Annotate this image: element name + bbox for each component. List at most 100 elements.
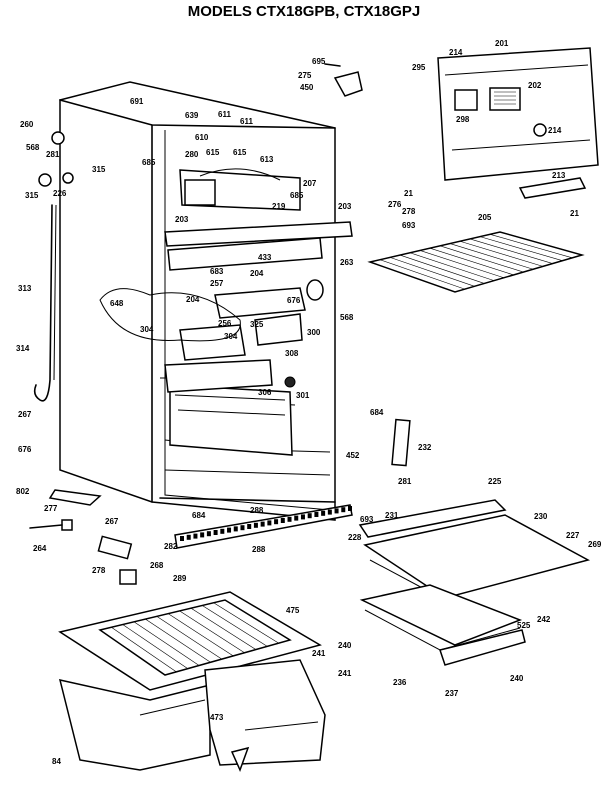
part-number-label: 240 <box>510 674 524 683</box>
part-number-label: 226 <box>53 189 67 198</box>
part-number-label: 256 <box>218 319 232 328</box>
part-number-label: 275 <box>298 71 312 80</box>
part-number-label: 648 <box>110 299 124 308</box>
part-number-label: 225 <box>488 477 502 486</box>
part-number-label: 304 <box>224 332 238 341</box>
part-number-label: 676 <box>287 296 301 305</box>
crossbar <box>164 221 353 271</box>
part-number-label: 684 <box>370 408 384 417</box>
part-number-label: 475 <box>286 606 300 615</box>
wire-shelf-upper <box>367 231 585 293</box>
top-hinge <box>324 63 363 97</box>
part-number-label: 289 <box>173 574 187 583</box>
part-number-label: 525 <box>517 621 531 630</box>
part-number-label: 684 <box>192 511 206 520</box>
part-number-label: 639 <box>185 111 199 120</box>
part-number-label: 241 <box>312 649 326 658</box>
part-number-label: 308 <box>285 349 299 358</box>
part-number-label: 241 <box>338 669 352 678</box>
part-number-label: 203 <box>338 202 352 211</box>
part-number-label: 281 <box>46 150 60 159</box>
part-number-label: 288 <box>250 506 264 515</box>
part-number-label: 313 <box>18 284 32 293</box>
part-number-label: 269 <box>588 540 602 549</box>
part-number-label: 237 <box>445 689 459 698</box>
evaporator-cover <box>179 168 301 211</box>
part-number-label: 615 <box>206 148 220 157</box>
part-number-label: 611 <box>240 117 253 126</box>
part-number-label: 202 <box>528 81 542 90</box>
part-number-label: 452 <box>346 451 360 460</box>
lower-left-parts <box>29 489 137 585</box>
part-number-label: 260 <box>20 120 34 129</box>
part-number-label: 281 <box>398 477 412 486</box>
part-number-label: 21 <box>570 209 579 218</box>
part-number-label: 315 <box>92 165 106 174</box>
part-number-label: 240 <box>338 641 352 650</box>
part-number-label: 232 <box>418 443 432 452</box>
part-number-label: 802 <box>16 487 30 496</box>
part-number-label: 257 <box>210 279 224 288</box>
part-number-label: 693 <box>360 515 374 524</box>
part-number-label: 613 <box>260 155 274 164</box>
part-number-label: 611 <box>218 110 231 119</box>
part-number-label: 568 <box>340 313 354 322</box>
part-number-label: 227 <box>566 531 580 540</box>
part-number-label: 304 <box>140 325 154 334</box>
part-number-label: 695 <box>312 57 326 66</box>
crisper-cover <box>58 591 322 691</box>
part-number-label: 298 <box>456 115 470 124</box>
part-number-label: 267 <box>18 410 32 419</box>
part-number-label: 219 <box>272 202 286 211</box>
part-number-label: 683 <box>210 267 224 276</box>
part-number-label: 610 <box>195 133 209 142</box>
part-number-label: 306 <box>258 388 272 397</box>
part-number-label: 230 <box>534 512 548 521</box>
part-number-label: 676 <box>18 445 32 454</box>
part-number-label: 268 <box>150 561 164 570</box>
part-number-label: 315 <box>25 191 39 200</box>
part-number-label: 264 <box>33 544 47 553</box>
part-number-label: 450 <box>300 83 314 92</box>
part-number-label: 207 <box>303 179 317 188</box>
crisper-drawers <box>58 659 326 773</box>
part-number-label: 278 <box>402 207 416 216</box>
part-number-label: 214 <box>449 48 463 57</box>
part-number-label: 231 <box>385 511 399 520</box>
part-number-label: 213 <box>552 171 566 180</box>
part-number-label: 288 <box>252 545 266 554</box>
part-number-label: 314 <box>16 344 30 353</box>
part-number-label: 263 <box>340 258 354 267</box>
part-number-label: 204 <box>186 295 200 304</box>
part-number-label: 568 <box>26 143 40 152</box>
part-number-label: 693 <box>402 221 416 230</box>
part-number-label: 615 <box>233 148 247 157</box>
part-number-label: 277 <box>44 504 58 513</box>
part-number-label: 433 <box>258 253 272 262</box>
part-number-label: 278 <box>92 566 106 575</box>
control-housing <box>99 279 324 393</box>
part-number-label: 203 <box>175 215 189 224</box>
part-number-label: 84 <box>52 757 61 766</box>
part-number-label: 205 <box>478 213 492 222</box>
part-number-label: 242 <box>537 615 551 624</box>
part-number-label: 282 <box>164 542 178 551</box>
part-number-label: 473 <box>210 713 224 722</box>
part-number-label: 295 <box>412 63 426 72</box>
part-number-label: 214 <box>548 126 562 135</box>
part-number-label: 685 <box>290 191 304 200</box>
grille <box>174 504 353 549</box>
part-number-label: 204 <box>250 269 264 278</box>
part-number-label: 236 <box>393 678 407 687</box>
part-number-label: 21 <box>404 189 413 198</box>
part-number-label: 691 <box>130 97 144 106</box>
pan-assembly <box>358 418 591 666</box>
part-number-label: 300 <box>307 328 321 337</box>
part-number-label: 201 <box>495 39 509 48</box>
control-panel <box>437 47 599 199</box>
part-number-label: 301 <box>296 391 310 400</box>
part-number-label: 267 <box>105 517 119 526</box>
part-number-label: 280 <box>185 150 199 159</box>
